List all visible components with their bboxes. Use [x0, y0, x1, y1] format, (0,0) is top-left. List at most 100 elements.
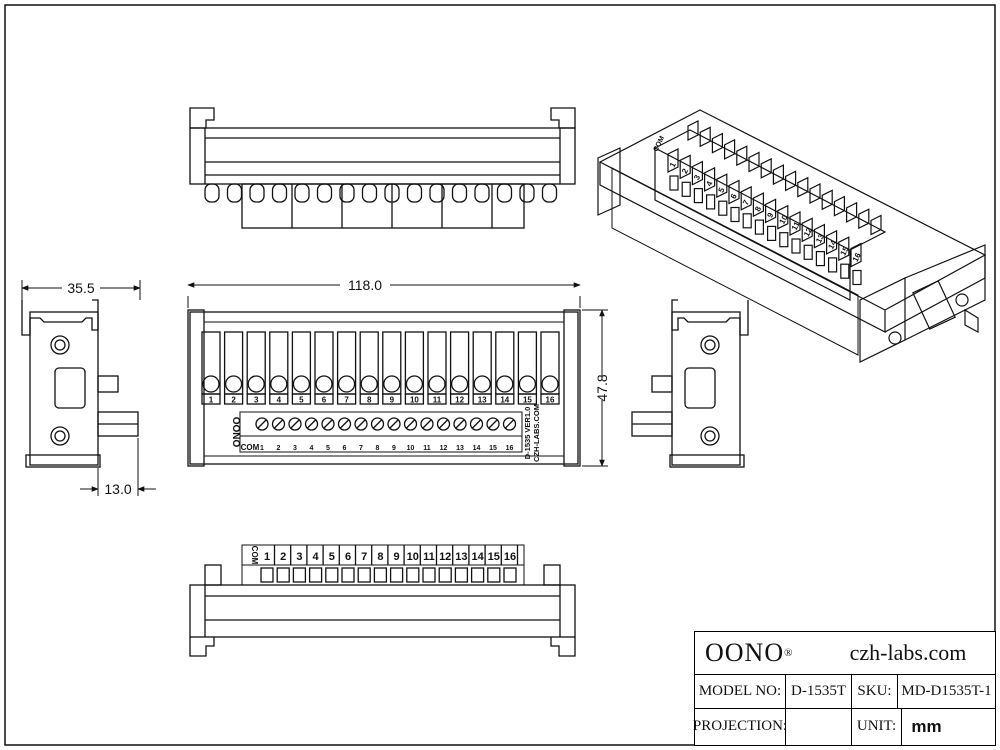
- led-housing: [382, 331, 402, 395]
- iso-led: [736, 145, 748, 167]
- terminal-opening: [438, 567, 452, 583]
- top-led: [429, 183, 445, 203]
- led-label-box: [246, 393, 266, 405]
- terminal-opening: [341, 567, 355, 583]
- terminal-label: 3: [293, 445, 297, 452]
- led-label-box: [472, 393, 492, 405]
- iso-terminal-label: 2: [680, 167, 690, 176]
- dimension-side-width-value: 35.5: [67, 280, 94, 296]
- terminal-label: 8: [376, 445, 380, 452]
- iso-terminal-label: 3: [692, 173, 702, 182]
- bottom-com-label: COM: [250, 546, 259, 565]
- led-lens: [405, 375, 424, 393]
- led-label-box: [449, 393, 470, 405]
- terminal-screw: [403, 417, 418, 431]
- led-housing: [269, 331, 289, 395]
- sku-value: MD-D1535T-1: [897, 674, 995, 708]
- bottom-terminal-label: 10: [407, 551, 419, 563]
- terminal-opening: [470, 567, 485, 583]
- top-led: [294, 183, 310, 203]
- terminal-opening: [389, 567, 404, 583]
- terminal-screw: [321, 417, 335, 431]
- bottom-terminal-label: 6: [345, 551, 351, 563]
- led-housing: [336, 331, 357, 395]
- led-label-box: [223, 393, 244, 405]
- screw-slot: [356, 419, 366, 429]
- bottom-terminal-label: 9: [394, 551, 400, 563]
- iso-led: [711, 132, 723, 154]
- terminal-opening: [487, 567, 501, 583]
- terminal-label: 1: [260, 445, 264, 452]
- iso-terminal-opening: [754, 219, 765, 235]
- screw-slot: [373, 419, 382, 429]
- iso-terminal-opening: [840, 263, 850, 279]
- sku-label: SKU:: [851, 674, 897, 708]
- led-housing: [495, 331, 515, 395]
- iso-led: [699, 126, 711, 148]
- iso-led: [858, 208, 870, 230]
- terminal-label: 15: [489, 445, 497, 452]
- dimension-height: [582, 309, 608, 467]
- iso-terminal-block: [740, 185, 752, 211]
- terminal-opening: [292, 567, 307, 583]
- terminal-label: 2: [277, 445, 281, 452]
- top-led: [474, 183, 490, 203]
- terminal-label: 9: [392, 445, 396, 452]
- bottom-terminal-label: 5: [329, 551, 335, 563]
- led-label: 9: [390, 396, 395, 405]
- iso-terminal-label: 5: [717, 186, 727, 195]
- terminal-opening: [260, 567, 274, 583]
- iso-terminal-block: [716, 173, 728, 199]
- terminal-label: 4: [310, 445, 314, 452]
- iso-led: [870, 214, 882, 236]
- iso-terminal-label: 1: [668, 160, 678, 169]
- terminal-opening: [503, 567, 517, 583]
- iso-terminal-opening: [766, 225, 777, 241]
- title-block: OONO® czh-labs.com MODEL NO: D-1535T SKU…: [693, 631, 996, 746]
- iso-terminal-block: [826, 229, 838, 255]
- bottom-terminal-label: 3: [296, 551, 302, 563]
- iso-terminal-opening: [730, 206, 740, 223]
- iso-terminal-block: [704, 166, 716, 192]
- led-label: 5: [299, 396, 304, 405]
- board-site-line: CZH-LABS.COM: [532, 404, 541, 462]
- iso-led: [833, 195, 845, 217]
- screw-slot: [488, 419, 498, 429]
- bottom-terminal-label: 14: [471, 551, 484, 563]
- iso-terminal-opening: [827, 257, 838, 273]
- bottom-terminal-label: 7: [361, 551, 367, 563]
- led-label: 2: [231, 396, 236, 405]
- iso-terminal-block: [691, 160, 703, 186]
- top-led: [204, 183, 220, 203]
- led-lens: [541, 375, 559, 393]
- screw-slot: [472, 419, 481, 429]
- terminal-opening: [373, 567, 388, 583]
- led-lens: [224, 375, 243, 393]
- led-housing: [540, 331, 560, 395]
- terminal-label: 12: [440, 445, 448, 452]
- terminal-label: 16: [506, 445, 514, 452]
- terminal-screw: [486, 417, 500, 431]
- top-led: [384, 183, 400, 203]
- terminal-label: 7: [359, 445, 363, 452]
- led-housing: [472, 331, 492, 395]
- iso-terminal-label: 7: [741, 198, 751, 207]
- screw-slot: [455, 419, 465, 429]
- led-lens: [315, 375, 333, 393]
- iso-terminal-opening: [718, 200, 728, 216]
- iso-terminal-opening: [852, 269, 862, 286]
- iso-terminal-opening: [669, 175, 679, 191]
- iso-led: [724, 138, 736, 160]
- iso-led: [687, 120, 699, 141]
- led-housing: [359, 331, 379, 395]
- top-led: [541, 183, 558, 203]
- led-lens: [383, 375, 401, 393]
- dimension-width-value: 118.0: [348, 277, 382, 293]
- terminal-screw: [271, 417, 286, 431]
- terminal-label: 11: [423, 445, 431, 452]
- led-label-box: [427, 393, 447, 405]
- bottom-terminal-label: 4: [313, 551, 320, 563]
- iso-led: [809, 183, 821, 204]
- terminal-screw: [502, 417, 517, 431]
- led-label: 12: [455, 396, 464, 405]
